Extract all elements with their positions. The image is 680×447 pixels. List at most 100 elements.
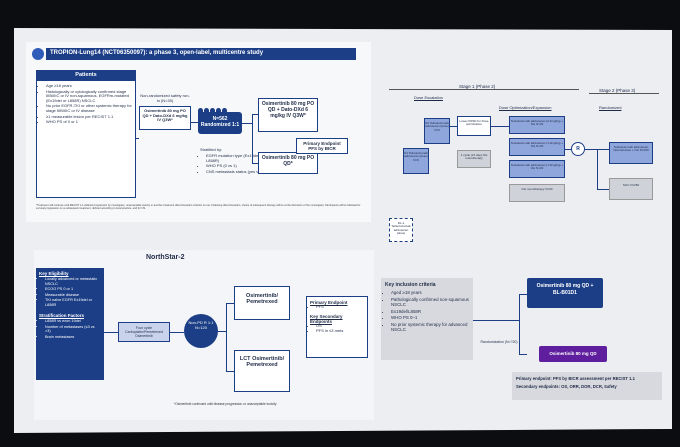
connector-line bbox=[519, 294, 527, 295]
optimization-arm-1: Telisotuzumab adizutecan (2.4mg/kg) + Os… bbox=[509, 116, 565, 134]
randomization-label: Randomization (N=?20) bbox=[480, 340, 518, 344]
criteria-item: WHO PS of 0 or 1 bbox=[46, 120, 132, 125]
induction-box: Four cycle Carboplatin/Pemetrexed Osimer… bbox=[118, 322, 170, 342]
eligibility-title: Key Eligibility bbox=[39, 271, 69, 276]
eligibility-list: Locally advanced or metastatic NSCLC ECO… bbox=[39, 277, 101, 307]
stage2-bracket bbox=[589, 93, 659, 94]
primary-endpoint-title: Primary Endpoint bbox=[310, 300, 348, 305]
arm-osimertinib-pemetrexed: Osimertinib/ Pemetrexed bbox=[234, 286, 290, 320]
connector-line bbox=[252, 114, 253, 164]
stratified-item: WHO PS (0 vs 1) bbox=[206, 164, 268, 169]
patients-criteria-list: Age ≥18 years Histologically or cytologi… bbox=[40, 83, 132, 125]
criteria-item: No prior EGFR-TKI or other systemic ther… bbox=[46, 104, 132, 113]
eligibility-item: Measurable disease bbox=[45, 293, 101, 298]
primary-endpoint-box: Primary Endpoint PFS by BICR bbox=[296, 138, 348, 154]
nonrandomized-arm-box: Osimertinib 80 mg PO QD + Dato-DXd 6 mg/… bbox=[139, 106, 191, 130]
dose-optimization-label: Dose Optimization/Expansion bbox=[499, 105, 552, 110]
randomized-box: N=562 Randomized 1:1 bbox=[198, 112, 242, 134]
escalation-dose-1: N1 Telisotuzumab adizutecan (dose) N=6 bbox=[403, 148, 429, 174]
slide-footnote: *Treatment will continue until RECIST 1.… bbox=[36, 204, 361, 211]
stage1-title: Stage 1 (Phase 2) bbox=[459, 84, 496, 89]
secondary-endpoints: Secondary endpoints: OS, ORR, DOR, DCR, … bbox=[516, 384, 617, 389]
arm2-box: Osimertinib 80 mg PO QD* bbox=[258, 152, 318, 174]
connector-line bbox=[519, 294, 520, 354]
connector-line bbox=[450, 126, 457, 127]
randomized-label: N=562 Randomized 1:1 bbox=[200, 116, 240, 128]
rp2d-selection-box: Lower RP2D for Dose optimization bbox=[457, 116, 491, 136]
connector-line bbox=[170, 332, 184, 333]
patients-header: Patients bbox=[36, 70, 136, 80]
slide-northstar-2: NorthStar-2 Key Eligibility Locally adva… bbox=[34, 250, 374, 420]
randomize-circle: R bbox=[571, 142, 585, 156]
slide-tropion-lung14: TROPION-Lung14 (NCT06350097): a phase 3,… bbox=[26, 42, 371, 222]
connector-line bbox=[226, 303, 234, 304]
inclusion-item: Pathologically confirmed non-squamous NS… bbox=[391, 297, 469, 308]
stratified-label: Stratified by: bbox=[200, 147, 223, 152]
patients-criteria-box: Age ≥18 years Histologically or cytologi… bbox=[36, 80, 136, 198]
connector-line bbox=[226, 371, 234, 372]
connector-line bbox=[565, 149, 571, 150]
arm-osimertinib-bl-b01d1: Osimertinib 80 mg QD + BL-B01D1 bbox=[527, 278, 603, 308]
stratification-list: L858R vs exon 19del Number of metastases… bbox=[39, 319, 101, 339]
connector-line bbox=[597, 149, 598, 189]
slide-title: TROPION-Lung14 (NCT06350097): a phase 3,… bbox=[50, 50, 264, 56]
slide-bl-b01d1: Key inclusion criteria Aged ≥18 years Pa… bbox=[379, 258, 667, 423]
stage2-title: Stage 2 (Phase 3) bbox=[599, 88, 636, 93]
endpoints-box: Primary endpoint: PFS by BICR assessment… bbox=[512, 372, 662, 400]
eligibility-item: TKI naïve EGFR Ex19del or L858R bbox=[45, 298, 101, 307]
primary-endpoint-item: PFS bbox=[316, 304, 364, 310]
primary-endpoint: Primary endpoint: PFS by BICR assessment… bbox=[516, 376, 635, 381]
slide-title-bar bbox=[46, 48, 356, 60]
connector-line bbox=[491, 126, 509, 127]
inclusion-item: Ex19del/L858R bbox=[391, 309, 469, 315]
inclusion-item: WHO PS 0–1 bbox=[391, 315, 469, 321]
stratification-item: L858R vs exon 19del bbox=[45, 319, 101, 324]
presentation-screen: TROPION-Lung14 (NCT06350097): a phase 3,… bbox=[14, 28, 672, 433]
randomized-label: Randomized bbox=[599, 105, 622, 110]
inclusion-criteria-box: Key inclusion criteria Aged ≥18 years Pa… bbox=[381, 278, 473, 360]
arm1-box: Osimertinib 80 mg PO QD + Dato-DXd 6 mg/… bbox=[258, 98, 318, 132]
primary-endpoint: Primary Endpoint PFS by BICR bbox=[303, 141, 341, 152]
eligibility-panel: Key Eligibility Locally advanced or meta… bbox=[36, 268, 104, 380]
stratified-list: EGFR mutation type (Ex19del vs L858R) WH… bbox=[200, 153, 268, 175]
slide-title: NorthStar-2 bbox=[146, 254, 185, 261]
secondary-endpoint-item: OS bbox=[316, 323, 364, 329]
connector-line bbox=[218, 331, 226, 332]
inclusion-item: Aged ≥18 years bbox=[391, 290, 469, 296]
criteria-item: Histologically or cytologically confirme… bbox=[46, 89, 132, 104]
stratified-item: CNS metastasis status (yes vs no) bbox=[206, 169, 268, 175]
participants-icon bbox=[198, 102, 232, 115]
nonpd-randomization-circle: Non-PD R 1:1 N=120 bbox=[184, 314, 218, 348]
nonrandomized-arm: Osimertinib 80 mg PO QD + Dato-DXd 6 mg/… bbox=[142, 108, 188, 123]
connector-line bbox=[226, 303, 227, 371]
optimization-arm-3: Telisotuzumab adizutecan (1.6mg/kg) + Os… bbox=[509, 160, 565, 178]
connector-line bbox=[252, 163, 258, 164]
phase3-arm-2: SOC N=250 bbox=[609, 178, 653, 200]
inclusion-title: Key inclusion criteria bbox=[385, 282, 436, 288]
arm1-text: Osimertinib 80 mg PO QD + Dato-DXd 6 mg/… bbox=[261, 101, 315, 119]
arm2-text: Osimertinib 80 mg PO QD* bbox=[261, 155, 315, 167]
escalation-dose-minus-1: DL-1 Telisotuzumab adizutecan (dose) bbox=[389, 218, 413, 242]
primary-endpoint-list: PFS bbox=[310, 304, 364, 310]
slide-stage-diagram: Stage 1 (Phase 2) Stage 2 (Phase 3) Dose… bbox=[389, 80, 664, 265]
eligibility-item: Locally advanced or metastatic NSCLC bbox=[45, 277, 101, 286]
criteria-item: Age ≥18 years bbox=[46, 83, 132, 89]
stratification-title: Stratification Factors bbox=[39, 313, 85, 319]
criteria-item: ≥1 measurable lesion per RECIST 1.1 bbox=[46, 114, 132, 120]
connector-line bbox=[136, 138, 139, 139]
stratification-item: Brain metastases bbox=[45, 335, 101, 340]
nonrandomized-label: Non-randomized safety run-in (N=30) bbox=[140, 93, 190, 103]
escalation-dose-2: N2 Telisotuzumab adizutecan (dose) N=6 bbox=[424, 118, 450, 144]
secondary-endpoint-item: PFS in ≤3 mets bbox=[316, 329, 364, 334]
inclusion-item: No prior systemic therapy for advanced N… bbox=[391, 322, 469, 333]
connector-line bbox=[242, 123, 252, 124]
trial-logo-icon bbox=[32, 48, 44, 60]
optimization-arm-4: Osi monotherapy N=20 bbox=[509, 184, 565, 202]
connector-line bbox=[519, 354, 527, 355]
connector-line bbox=[597, 189, 609, 190]
stratified-item: EGFR mutation type (Ex19del vs L858R) bbox=[206, 153, 268, 163]
secondary-endpoints-list: OS PFS in ≤3 mets bbox=[310, 323, 364, 334]
slide-footnote: *Osimertinib continued until disease pro… bbox=[174, 402, 277, 406]
arm-osimertinib-mono: Osimertinib 80 mg QD bbox=[539, 346, 607, 362]
dose-escalation-label: Dose Escalation bbox=[414, 95, 443, 100]
